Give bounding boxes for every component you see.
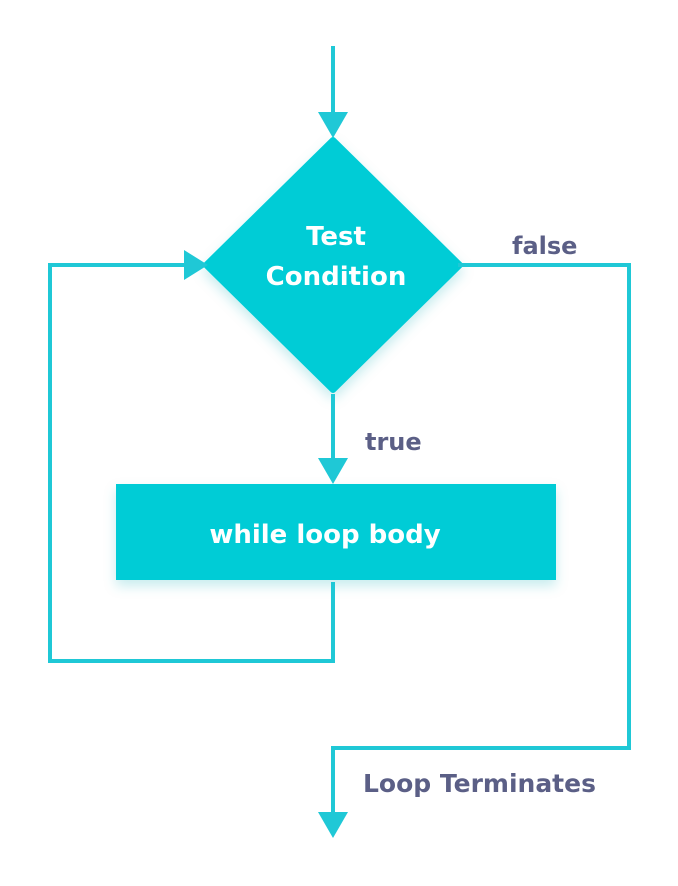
loop-body-text: while loop body (209, 520, 440, 550)
false-branch-arrow (318, 263, 631, 838)
loop-back-arrow (48, 250, 335, 663)
condition-text-line1: Test (306, 222, 366, 252)
true-branch-arrow (318, 394, 348, 484)
loop-terminates-label: Loop Terminates (363, 769, 596, 798)
entry-arrow (318, 46, 348, 138)
loop-body-box (116, 484, 556, 580)
true-label: true (365, 428, 422, 456)
test-condition-diamond (203, 137, 463, 393)
condition-text-line2: Condition (266, 262, 407, 292)
false-label: false (512, 232, 577, 260)
